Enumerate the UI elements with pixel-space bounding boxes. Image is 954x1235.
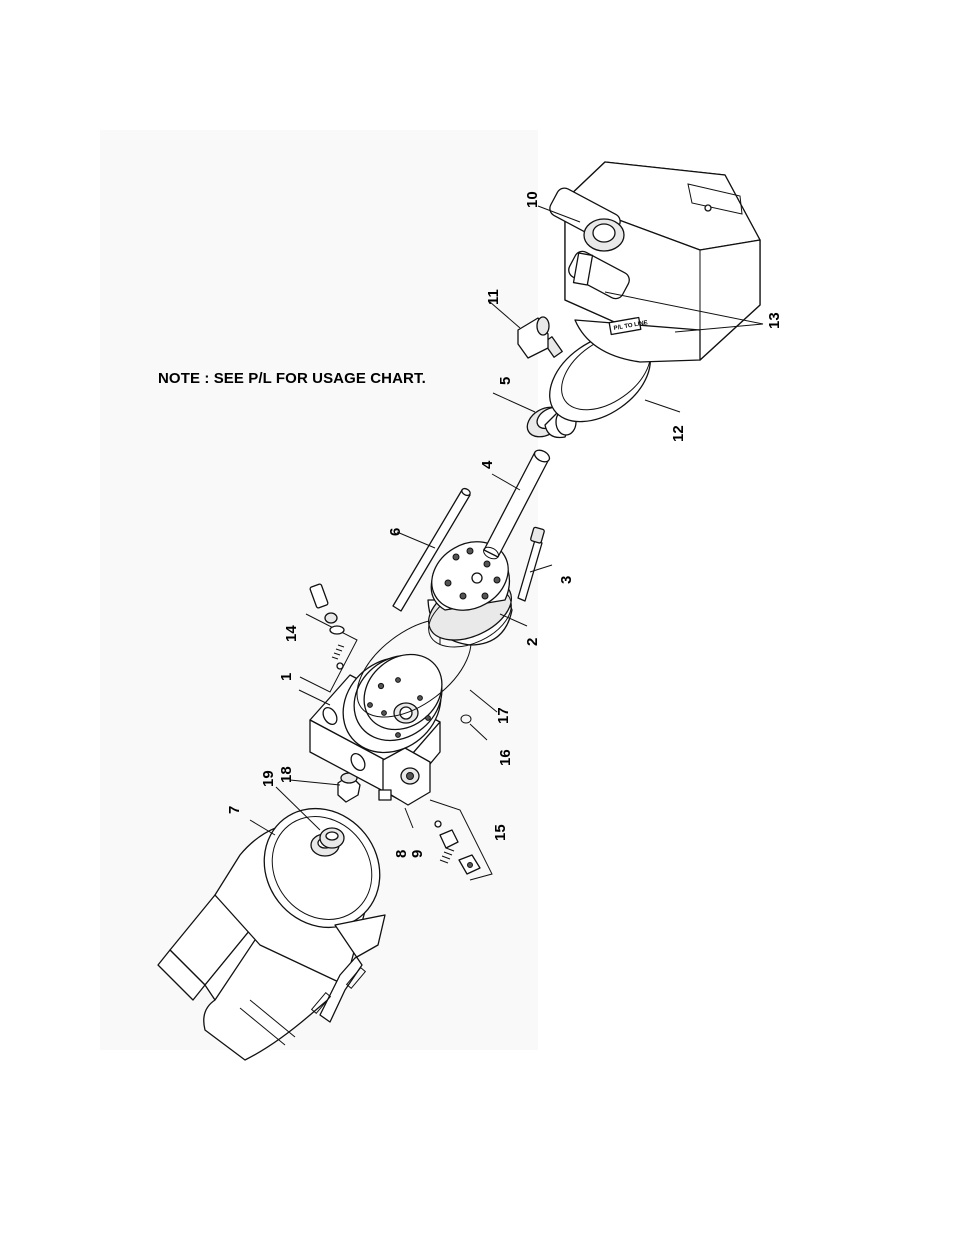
label-16: 16: [497, 749, 514, 766]
part-manifold: [309, 653, 443, 806]
part-breather: [517, 316, 550, 359]
label-4: 4: [479, 460, 496, 469]
label-6: 6: [387, 528, 404, 536]
part-shaft: [483, 449, 551, 560]
label-2: 2: [524, 638, 541, 646]
part-motor: [157, 807, 386, 1061]
label-1: 1: [278, 673, 295, 681]
label-7: 7: [226, 806, 243, 814]
label-15: 15: [492, 824, 509, 841]
label-19: 19: [260, 770, 277, 787]
part-small-oring: [460, 714, 472, 724]
label-13: 13: [766, 312, 783, 329]
part-bolt: [517, 526, 545, 602]
label-12: 12: [670, 425, 687, 442]
pump-top: [431, 541, 509, 611]
label-14: 14: [283, 625, 300, 642]
note-text: NOTE : SEE P/L FOR USAGE CHART.: [158, 370, 426, 387]
part-relief-kit-14: [299, 583, 358, 693]
part-reservoir: P/L TO LINE: [549, 161, 761, 363]
label-11: 11: [485, 289, 502, 305]
label-5: 5: [497, 377, 514, 385]
decal-text: P/L TO LINE: [613, 320, 648, 332]
label-3: 3: [558, 576, 575, 584]
motor-foot: [319, 914, 386, 1023]
part-coupling: [319, 827, 345, 849]
leader-lines: [249, 205, 764, 836]
part-pump: [427, 541, 513, 648]
label-17: 17: [495, 707, 512, 724]
label-18: 18: [278, 766, 295, 783]
callout-labels: 1 2 3 4 5 6 7 8 9 10 11 12 13 14 15 16 1…: [226, 191, 783, 858]
label-8: 8: [393, 850, 410, 858]
label-9: 9: [409, 850, 426, 858]
label-10: 10: [524, 191, 541, 208]
part-check-kit-15: [429, 799, 493, 881]
motor-face: [263, 807, 381, 929]
